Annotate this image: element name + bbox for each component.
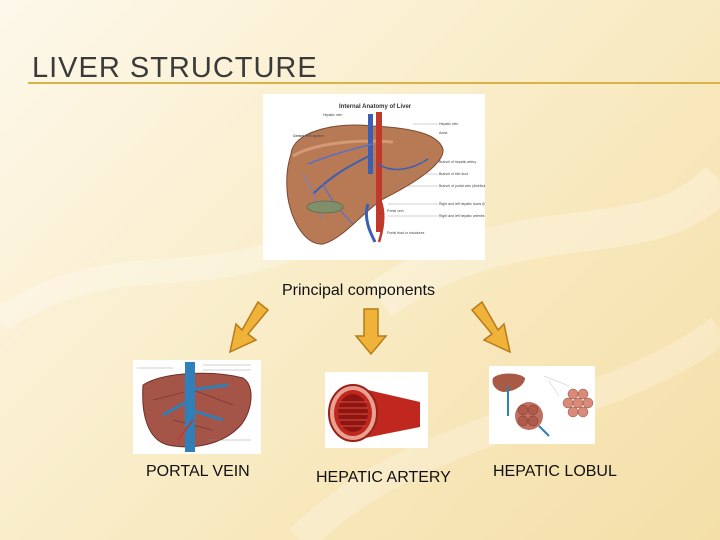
slide-title: LIVER STRUCTURE bbox=[32, 52, 318, 84]
portal-vein-label: PORTAL VEIN bbox=[146, 463, 250, 480]
main-image-label-top: Hepatic vein bbox=[323, 113, 342, 117]
main-image-label-right: Right and left hepatic arteries bbox=[439, 214, 485, 218]
main-image-label-right: Right and left hepatic ducts (bile ducts… bbox=[439, 202, 485, 206]
hepatic-artery-label: HEPATIC ARTERY bbox=[316, 469, 451, 486]
main-image-label-left: Portal triad or structures bbox=[387, 231, 425, 235]
hepatic-artery-image bbox=[325, 372, 428, 448]
main-image-label-left: Portal vein bbox=[387, 209, 404, 213]
main-image-heading: Internal Anatomy of Liver bbox=[339, 104, 412, 110]
portal-vein-image bbox=[133, 360, 261, 454]
main-image-label-right: Hepatic vein bbox=[439, 122, 458, 126]
principal-components-label: Principal components bbox=[282, 282, 435, 299]
main-image-label-left: Central vein system bbox=[293, 134, 324, 138]
main-image-label-right: Branch of portal vein (distributing vein… bbox=[439, 184, 485, 188]
arrow-down-left-icon bbox=[228, 300, 270, 354]
main-image-label-right: Branch of bile duct bbox=[439, 172, 468, 176]
hepatic-lobule-label: HEPATIC LOBUL bbox=[493, 463, 617, 480]
arrow-down-icon bbox=[354, 308, 388, 356]
arrow-down-right-icon bbox=[470, 300, 512, 354]
title-underline bbox=[28, 82, 720, 84]
main-image-label-right: Aorta bbox=[439, 131, 447, 135]
main-image-label-right: Branch of hepatic artery bbox=[439, 160, 476, 164]
hepatic-lobule-image bbox=[489, 366, 595, 444]
